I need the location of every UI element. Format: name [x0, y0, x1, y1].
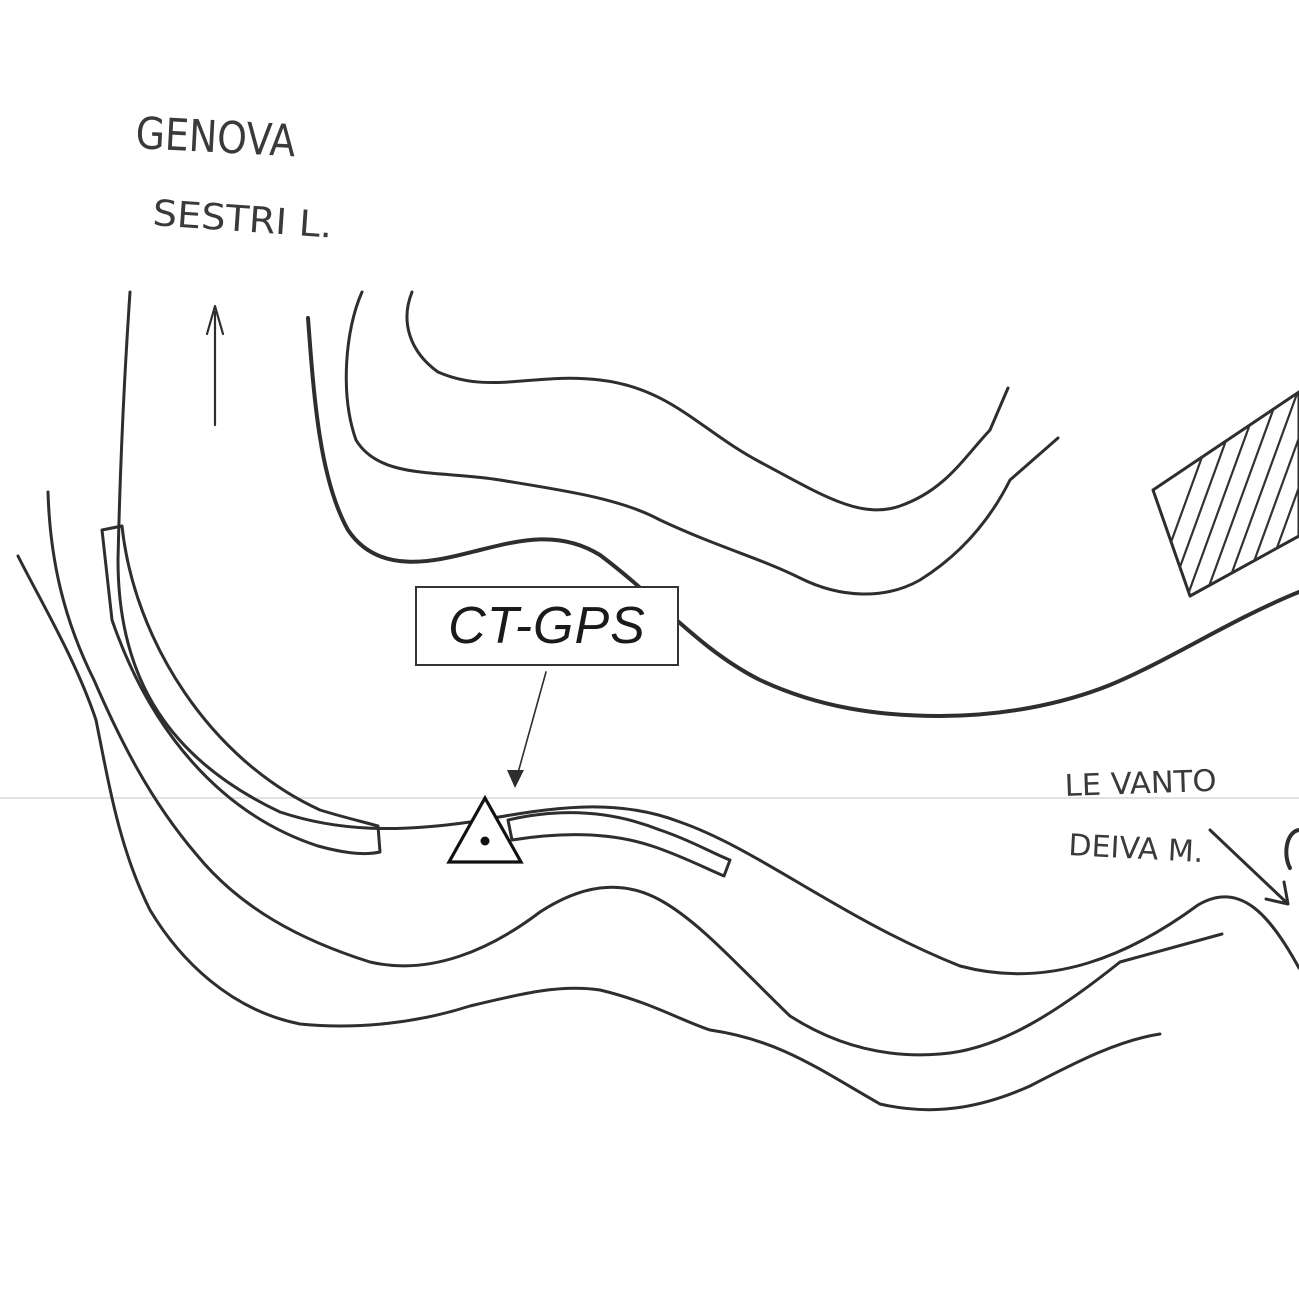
- station-label: CT-GPS: [448, 597, 646, 655]
- road-west-edge: [116, 290, 1299, 976]
- contour-sea-1: [46, 490, 1224, 1057]
- station-callout: CT-GPS: [415, 586, 679, 666]
- hatched-building: [1151, 390, 1299, 598]
- contour-inland-2: [344, 290, 1060, 596]
- contour-inland-1: [405, 290, 1010, 512]
- southeast-arrow-icon: [1208, 828, 1290, 906]
- pier-east: [506, 811, 732, 878]
- edge-mark: [1284, 828, 1299, 870]
- contour-sea-2: [16, 554, 1162, 1112]
- north-arrow-icon: [205, 304, 225, 427]
- label-levanto: LE VANTO: [1064, 764, 1217, 804]
- contour-inland-3: [306, 316, 1299, 718]
- triangle-dot-icon[interactable]: [446, 794, 524, 864]
- callout-pointer: [507, 671, 547, 788]
- label-deiva: DEIVA M.: [1068, 828, 1205, 870]
- label-sestri: SESTRI L.: [151, 193, 333, 246]
- label-genova: GENOVA: [134, 108, 296, 167]
- pier-west: [100, 524, 382, 856]
